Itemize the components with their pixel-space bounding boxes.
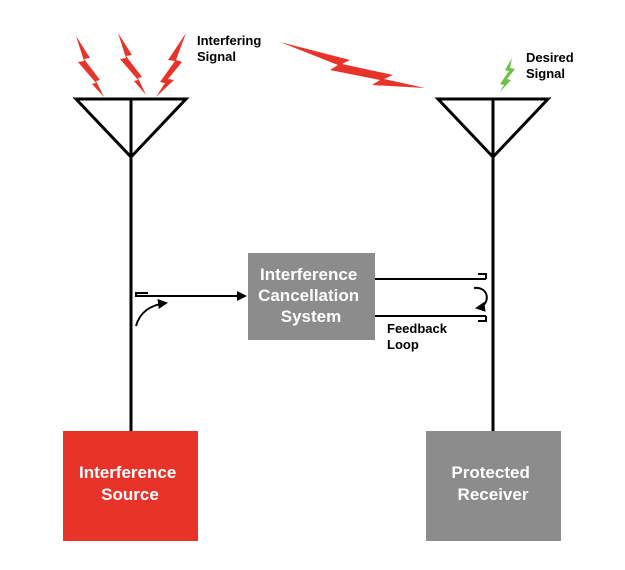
lightning-bolt-icon	[118, 33, 146, 95]
lightning-bolt-icon	[76, 36, 104, 97]
svg-text:Interference Cancellatio: Interference Cancellation System	[258, 265, 364, 326]
lightning-bolt-icon	[280, 42, 425, 88]
feedback-loop-label: Feedback Loop	[387, 321, 451, 352]
svg-text:Protected Receiver: Protected Receiver	[451, 463, 534, 504]
lightning-bolt-icon	[156, 33, 186, 97]
interfering-signal-label: Interfering Signal	[197, 33, 265, 64]
cancellation-system-box: Interference Cancellation System	[248, 253, 375, 340]
desired-signal-label: Desired Signal	[526, 50, 577, 81]
protected-receiver-box: Protected Receiver	[426, 431, 561, 541]
interfering-lightning-icons	[76, 33, 425, 97]
right-antenna-icon	[434, 97, 552, 431]
left-antenna-icon	[72, 97, 190, 431]
right-couplers	[375, 273, 488, 322]
svg-text:Interference Source: Interference Source	[79, 463, 181, 504]
feedback-loop-arrow	[473, 286, 488, 312]
interference-source-box: Interference Source	[63, 431, 198, 541]
left-coupler	[135, 291, 247, 327]
desired-lightning-icon	[499, 58, 515, 93]
